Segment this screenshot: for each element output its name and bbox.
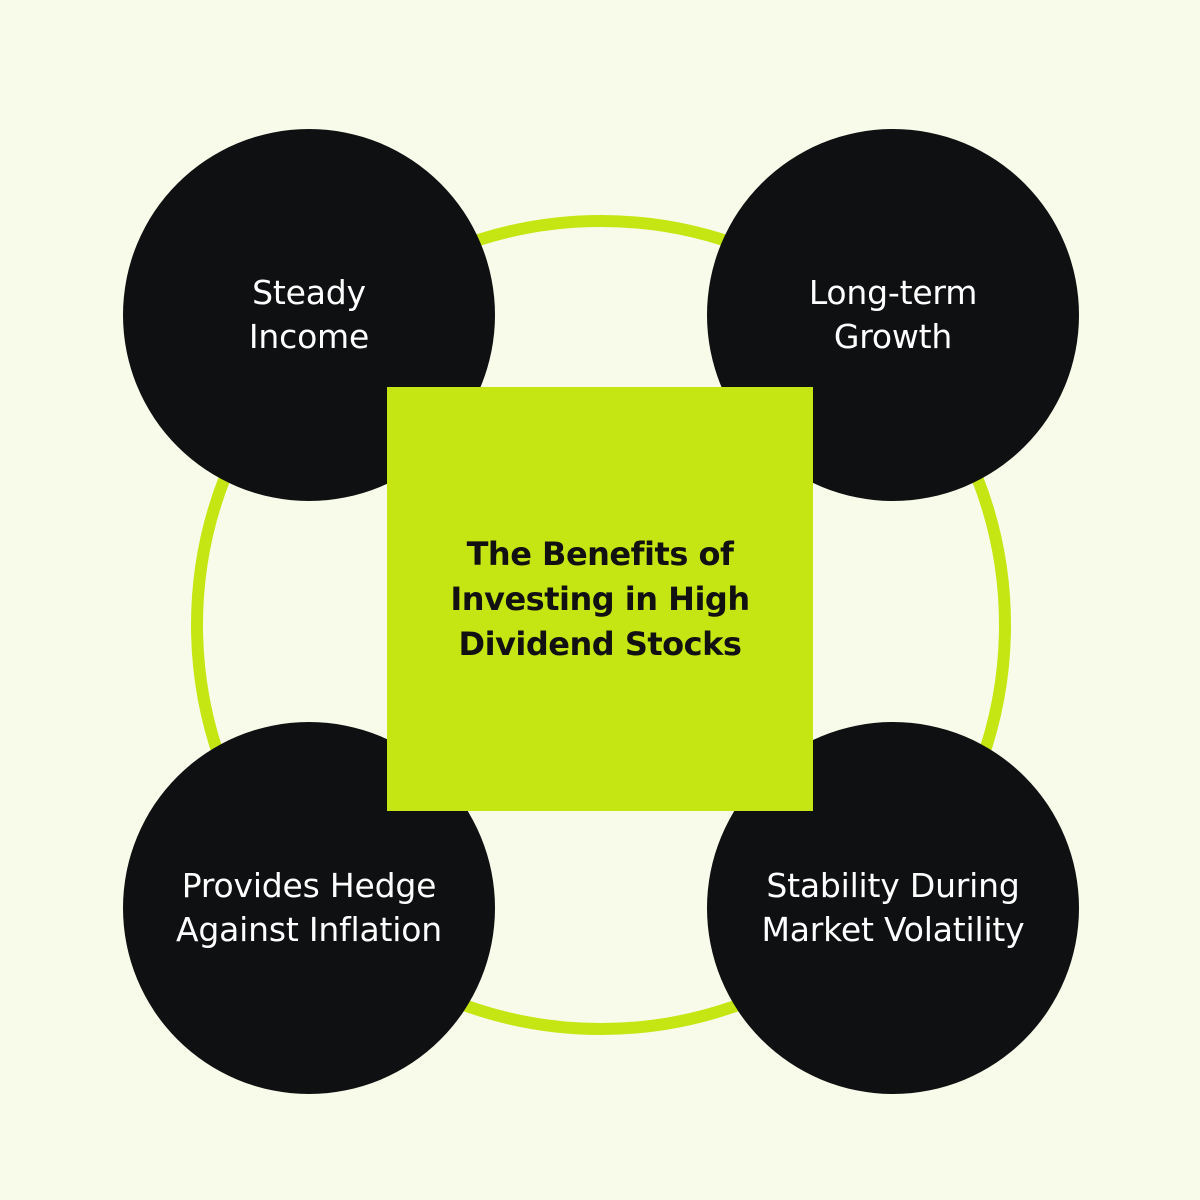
node-label: Provides Hedge Against Inflation — [176, 864, 442, 952]
diagram-title: The Benefits of Investing in High Divide… — [450, 532, 750, 667]
node-label-line: Steady — [252, 273, 366, 312]
node-label-line: Against Inflation — [176, 910, 442, 949]
node-label-line: Provides Hedge — [181, 866, 437, 905]
node-label: Stability During Market Volatility — [761, 864, 1024, 952]
node-label: Steady Income — [249, 271, 369, 359]
node-label-line: Market Volatility — [761, 910, 1025, 949]
node-label-line: Stability During — [766, 866, 1020, 905]
diagram-title-line: The Benefits of — [466, 534, 734, 573]
diagram-title-line: Investing in High — [450, 579, 750, 618]
diagram-title-line: Dividend Stocks — [458, 624, 742, 663]
node-label: Long-term Growth — [808, 271, 978, 359]
node-label-line: Income — [248, 317, 370, 356]
center-title-box: The Benefits of Investing in High Divide… — [387, 387, 813, 811]
node-label-line: Long-term — [808, 273, 978, 312]
node-label-line: Growth — [833, 317, 953, 356]
